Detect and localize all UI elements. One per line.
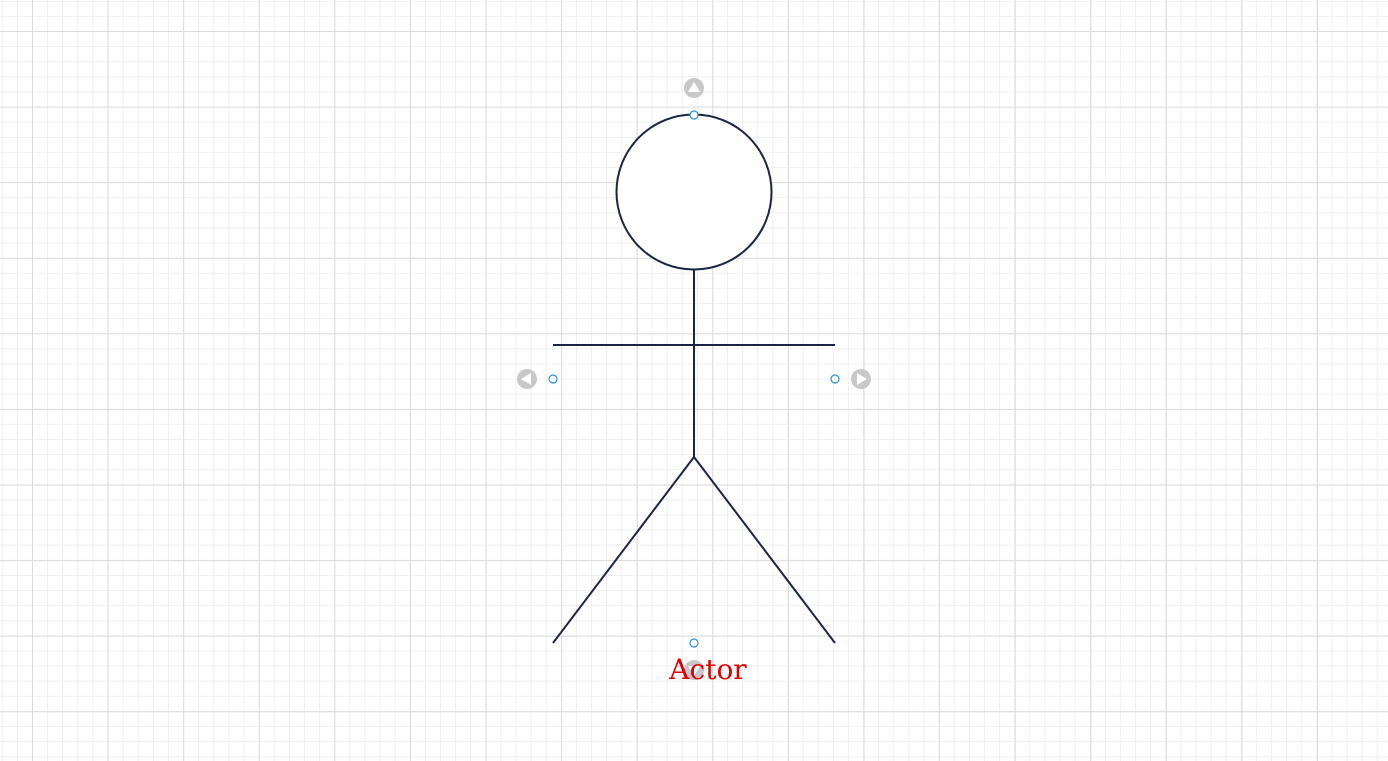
actor-label[interactable]: Actor [669, 653, 747, 686]
connection-point-left[interactable] [548, 374, 558, 384]
up-arrow-icon[interactable] [684, 78, 704, 98]
connection-point-right[interactable] [830, 374, 840, 384]
right-arrow-icon[interactable] [851, 369, 871, 389]
down-arrow-icon[interactable] [684, 660, 704, 680]
uml-actor-shape[interactable] [552, 113, 836, 644]
connection-point-bottom[interactable] [689, 638, 699, 648]
left-arrow-icon[interactable] [517, 369, 537, 389]
connection-point-top[interactable] [689, 110, 699, 120]
actor-left-leg[interactable] [552, 456, 695, 644]
actor-right-leg[interactable] [693, 456, 836, 644]
actor-head[interactable] [615, 113, 773, 271]
